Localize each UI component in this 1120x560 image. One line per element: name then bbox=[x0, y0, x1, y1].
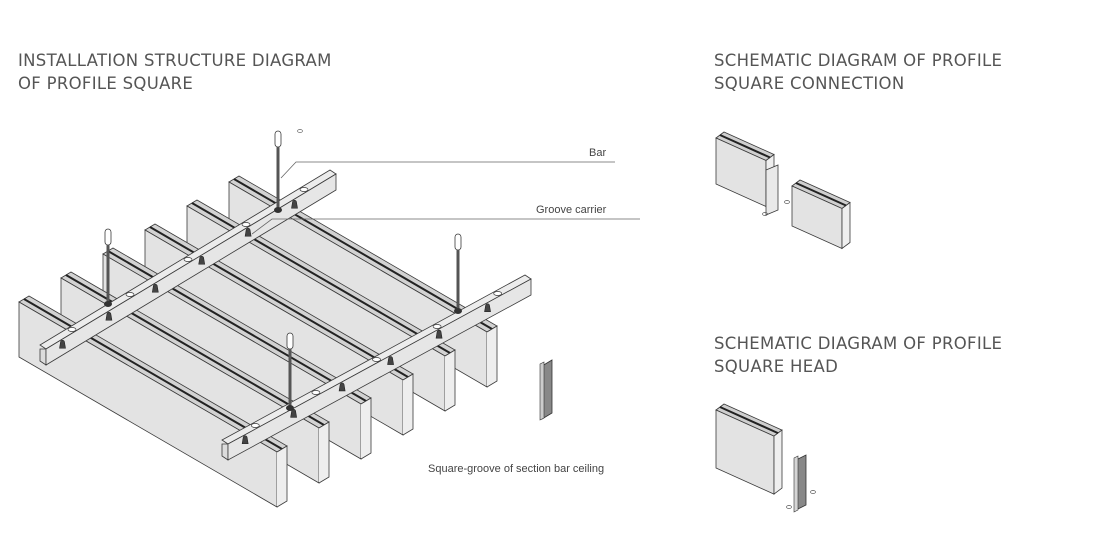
small-washer bbox=[297, 129, 303, 133]
profile-end bbox=[276, 445, 288, 508]
carrier-hole bbox=[299, 187, 309, 192]
box-groove bbox=[719, 406, 779, 435]
hanger-rod bbox=[454, 233, 462, 314]
installation-title-line-2: OF PROFILE SQUARE bbox=[18, 74, 194, 93]
connection-title-line-2: SQUARE CONNECTION bbox=[714, 74, 905, 93]
profile-groove-line bbox=[149, 226, 409, 378]
rod-head bbox=[104, 228, 112, 246]
carrier-clip bbox=[290, 409, 297, 418]
carrier-hole bbox=[493, 291, 503, 296]
carrier-hole bbox=[67, 327, 77, 332]
profile-segment-right bbox=[791, 179, 851, 250]
installation-diagram-title: INSTALLATION STRUCTURE DIAGRAM OF PROFIL… bbox=[18, 49, 332, 95]
rod-nut bbox=[274, 207, 282, 213]
head-screw bbox=[810, 490, 816, 494]
carrier-clip bbox=[484, 303, 491, 313]
profile-segment-left bbox=[715, 131, 775, 208]
head-drawing bbox=[715, 403, 816, 513]
carrier-callout-line bbox=[251, 218, 640, 235]
end-cap-side bbox=[539, 361, 545, 421]
profile-segment bbox=[715, 403, 783, 495]
connection-diagram-title: SCHEMATIC DIAGRAM OF PROFILE SQUARE CONN… bbox=[714, 49, 1002, 95]
hanger-rod bbox=[104, 228, 112, 307]
rod-nut bbox=[286, 405, 294, 411]
carrier-hole bbox=[432, 324, 442, 329]
bar-callout-line bbox=[280, 161, 615, 179]
groove-carrier-group bbox=[39, 169, 532, 461]
rod-nut bbox=[104, 301, 112, 307]
profile-end bbox=[360, 397, 372, 460]
box-groove bbox=[719, 134, 771, 159]
profile-end bbox=[444, 349, 456, 412]
square-groove-label: Square-groove of section bar ceiling bbox=[428, 463, 605, 475]
profile-end bbox=[318, 421, 330, 484]
carrier-clip bbox=[151, 283, 159, 293]
groove-carrier bbox=[39, 169, 337, 366]
connector-screw bbox=[784, 200, 790, 204]
head-title-line-2: SQUARE HEAD bbox=[714, 357, 839, 376]
installation-title-line-1: INSTALLATION STRUCTURE DIAGRAM bbox=[18, 51, 332, 70]
head-diagram-title: SCHEMATIC DIAGRAM OF PROFILE SQUARE HEAD bbox=[714, 332, 1002, 378]
carrier-clip bbox=[198, 255, 206, 265]
rod-head bbox=[274, 130, 282, 148]
carrier-clip bbox=[244, 227, 252, 237]
hanger-rod-group bbox=[104, 130, 462, 411]
profile-end bbox=[486, 325, 498, 388]
end-cap-side bbox=[793, 455, 799, 513]
rod-head bbox=[286, 332, 294, 350]
rod-nut bbox=[454, 308, 462, 314]
head-screw bbox=[786, 505, 792, 509]
carrier-hole bbox=[311, 390, 321, 395]
carrier-clip bbox=[105, 311, 113, 321]
head-title-line-1: SCHEMATIC DIAGRAM OF PROFILE bbox=[714, 334, 1003, 353]
box-end bbox=[841, 201, 851, 250]
carrier-clip bbox=[241, 435, 249, 445]
box-groove bbox=[795, 182, 847, 207]
connection-title-line-1: SCHEMATIC DIAGRAM OF PROFILE bbox=[714, 51, 1003, 70]
loose-end-cap bbox=[539, 359, 553, 421]
callout-lines bbox=[251, 129, 640, 235]
profile-end bbox=[402, 373, 414, 436]
carrier-clip bbox=[338, 382, 346, 392]
hanger-rod bbox=[286, 332, 294, 411]
carrier-hole bbox=[372, 357, 381, 362]
rod-head bbox=[454, 233, 462, 251]
carrier-clip bbox=[387, 356, 394, 365]
carrier-clip bbox=[291, 199, 298, 209]
carrier-side bbox=[45, 173, 337, 366]
profile-groove-line bbox=[107, 250, 367, 402]
profile-groove-line bbox=[23, 298, 283, 450]
box-end bbox=[773, 429, 783, 495]
groove-carrier bbox=[221, 274, 532, 461]
carrier-clip bbox=[435, 329, 443, 339]
bar-label: Bar bbox=[589, 147, 607, 159]
carrier-clip bbox=[59, 339, 66, 349]
hanger-rod bbox=[274, 130, 282, 213]
carrier-hole bbox=[125, 292, 135, 297]
connector-screw bbox=[762, 212, 768, 216]
connection-drawing bbox=[715, 131, 851, 250]
connector-insert bbox=[765, 164, 779, 216]
carrier-side bbox=[227, 278, 532, 461]
groove-carrier-label: Groove carrier bbox=[536, 204, 607, 216]
carrier-hole bbox=[183, 257, 193, 262]
carrier-hole bbox=[250, 423, 260, 428]
carrier-hole bbox=[241, 222, 251, 227]
